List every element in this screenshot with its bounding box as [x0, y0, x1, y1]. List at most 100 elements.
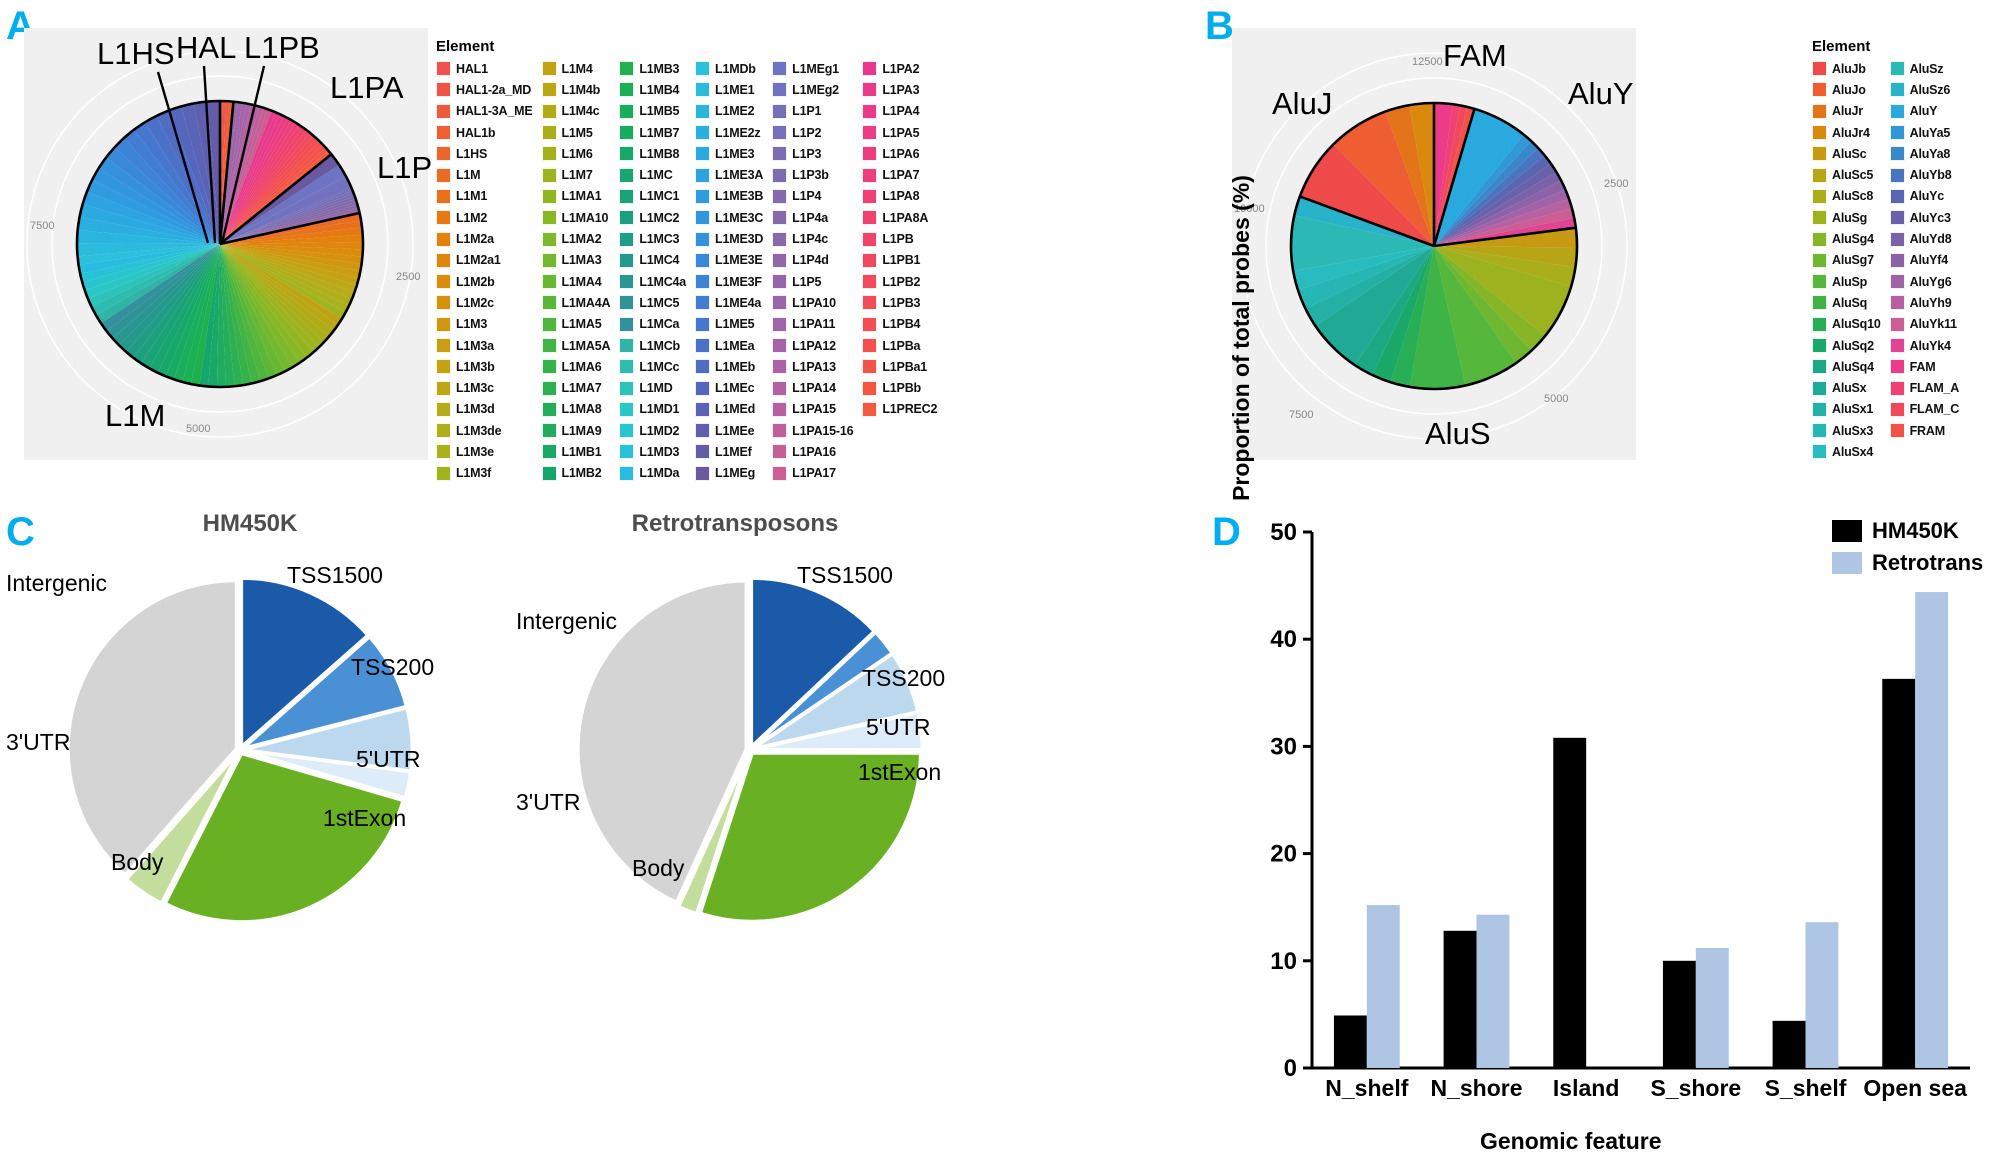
bar[interactable] — [1333, 1015, 1367, 1068]
legend-item[interactable]: L1P4 — [772, 186, 853, 207]
legend-item[interactable]: AluJr — [1812, 101, 1881, 122]
legend-item[interactable]: L1ME3A — [695, 164, 763, 185]
legend-item[interactable]: AluSg7 — [1812, 250, 1881, 271]
pie-slice[interactable] — [1434, 246, 1576, 287]
pie-slice[interactable] — [220, 244, 334, 337]
legend-item[interactable]: AluYd8 — [1889, 228, 1960, 249]
pie-slice[interactable] — [1434, 246, 1546, 351]
legend-item[interactable]: AluYk4 — [1889, 335, 1960, 356]
pie-slice[interactable] — [149, 244, 220, 373]
legend-item[interactable]: L1PB — [862, 228, 937, 249]
bar[interactable] — [1882, 678, 1916, 1068]
legend-item[interactable]: L1PA15 — [772, 399, 853, 420]
pie-slice[interactable] — [220, 244, 300, 368]
legend-item[interactable]: L1MA8 — [541, 399, 611, 420]
pie-slice[interactable] — [1434, 180, 1566, 246]
bar[interactable] — [1915, 592, 1949, 1068]
pie-slice[interactable] — [220, 244, 349, 313]
legend-item[interactable]: L1MC2 — [619, 207, 686, 228]
legend-item[interactable]: L1PB3 — [862, 292, 937, 313]
legend-item[interactable]: L1PA3 — [862, 79, 937, 100]
legend-item[interactable]: L1PA8A — [862, 207, 937, 228]
legend-item[interactable]: L1MEc — [695, 377, 763, 398]
legend-item[interactable]: L1M2a — [436, 228, 533, 249]
pie-slice[interactable] — [190, 244, 220, 386]
pie-slice[interactable] — [220, 244, 325, 348]
legend-item[interactable]: AluSz6 — [1889, 79, 1960, 100]
legend-item[interactable]: HAL1 — [436, 58, 533, 79]
legend-item[interactable]: AluSx3 — [1812, 420, 1881, 441]
pie-slice[interactable] — [1409, 103, 1434, 246]
pie-slice[interactable] — [1291, 215, 1434, 272]
legend-item[interactable]: L1PA2 — [862, 58, 937, 79]
pie-slice[interactable] — [84, 244, 220, 299]
bar[interactable] — [1805, 922, 1839, 1068]
pie-slice[interactable] — [1305, 246, 1434, 326]
legend-item[interactable]: L1M3de — [436, 420, 533, 441]
legend-item[interactable]: L1MA5A — [541, 335, 611, 356]
pie-slice[interactable] — [1434, 108, 1524, 246]
legend-item[interactable]: L1ME2 — [695, 101, 763, 122]
legend-item[interactable]: AluY — [1889, 101, 1960, 122]
pie-slice[interactable] — [1434, 105, 1468, 246]
legend-item[interactable]: L1PA4 — [862, 101, 937, 122]
pie-slice[interactable] — [216, 244, 226, 387]
legend-item[interactable]: L1MDa — [619, 463, 686, 484]
pie-slice[interactable] — [220, 244, 277, 379]
pie-slice[interactable] — [66, 579, 238, 877]
legend-item[interactable]: L1ME3F — [695, 271, 763, 292]
legend-item[interactable]: L1P4c — [772, 228, 853, 249]
legend-item[interactable]: L1MA4A — [541, 292, 611, 313]
legend-item[interactable]: L1ME3 — [695, 143, 763, 164]
pie-slice[interactable] — [220, 244, 244, 387]
legend-item[interactable]: HAL1-3A_ME — [436, 101, 533, 122]
pie-slice[interactable] — [112, 244, 220, 346]
legend-item[interactable]: AluYh9 — [1889, 292, 1960, 313]
legend-item[interactable]: L1M7 — [541, 164, 611, 185]
legend-item[interactable]: L1PA11 — [772, 314, 853, 335]
legend-item[interactable]: L1ME3E — [695, 250, 763, 271]
pie-slice[interactable] — [220, 244, 307, 363]
legend-item[interactable]: L1PA17 — [772, 463, 853, 484]
legend-item[interactable]: L1ME2z — [695, 122, 763, 143]
legend-item[interactable]: AluYa8 — [1889, 143, 1960, 164]
legend-item[interactable]: L1MA10 — [541, 207, 611, 228]
legend-item[interactable]: L1M3a — [436, 335, 533, 356]
legend-item[interactable]: L1MC4 — [619, 250, 686, 271]
pie-slice[interactable] — [141, 244, 220, 369]
legend-item[interactable]: L1M — [436, 164, 533, 185]
legend-item[interactable]: L1MC1 — [619, 186, 686, 207]
legend-item[interactable]: L1MA2 — [541, 228, 611, 249]
legend-item[interactable]: AluSx4 — [1812, 441, 1881, 462]
pie-slice[interactable] — [220, 244, 261, 384]
pie-slice[interactable] — [173, 244, 220, 382]
legend-item[interactable]: AluYf4 — [1889, 250, 1960, 271]
legend-item[interactable]: FLAM_C — [1889, 399, 1959, 420]
bar[interactable] — [1366, 905, 1400, 1068]
legend-item[interactable]: AluSc5 — [1812, 164, 1881, 185]
pie-slice[interactable] — [676, 753, 750, 916]
legend-item[interactable]: L1PA13 — [772, 356, 853, 377]
legend-item[interactable]: L1MB4 — [619, 79, 686, 100]
legend-item[interactable]: AluSx1 — [1812, 399, 1881, 420]
pie-slice[interactable] — [1434, 189, 1569, 246]
pie-slice[interactable] — [1434, 155, 1551, 246]
pie-slice[interactable] — [242, 634, 409, 750]
legend-item[interactable]: AluJr4 — [1812, 122, 1881, 143]
legend-item[interactable]: L1M5 — [541, 122, 611, 143]
legend-item[interactable]: L1MEe — [695, 420, 763, 441]
pie-slice[interactable] — [220, 244, 269, 382]
pie-slice[interactable] — [95, 244, 220, 324]
legend-item[interactable]: L1PBa — [862, 335, 937, 356]
legend-item[interactable]: L1MB3 — [619, 58, 686, 79]
pie-slice[interactable] — [124, 752, 240, 906]
legend-item[interactable]: L1MC4a — [619, 271, 686, 292]
legend-item[interactable]: L1PA12 — [772, 335, 853, 356]
legend-item[interactable]: L1PREC2 — [862, 399, 937, 420]
pie-slice[interactable] — [1298, 246, 1434, 309]
legend-item[interactable]: L1MEg — [695, 463, 763, 484]
pie-slice[interactable] — [1333, 111, 1434, 246]
pie-slice[interactable] — [220, 244, 342, 325]
legend-item[interactable]: L1PA6 — [862, 143, 937, 164]
legend-item[interactable]: L1MC — [619, 164, 686, 185]
